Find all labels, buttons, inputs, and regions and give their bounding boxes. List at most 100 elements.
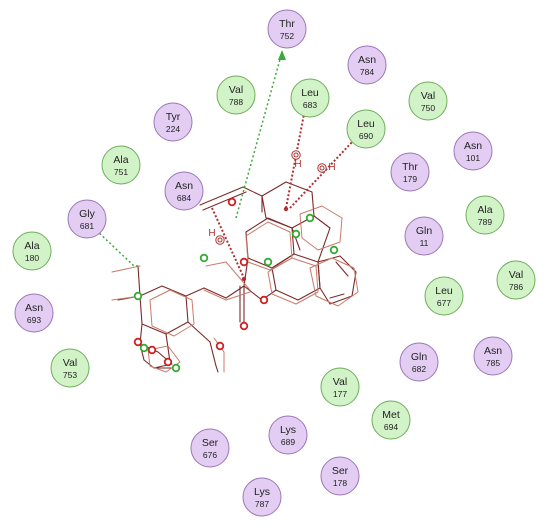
svg-text:789: 789 [478,217,492,227]
residue-nodes: Thr 752 Asn 784 Val 788 Leu 683 Val 750 … [12,9,536,517]
svg-text:785: 785 [486,358,500,368]
svg-text:Asn: Asn [484,345,502,357]
residue-asn785: Asn 785 [473,336,513,376]
svg-text:677: 677 [437,298,451,308]
svg-text:694: 694 [384,422,398,432]
pi-line-asn684 [211,207,245,279]
svg-text:784: 784 [360,67,374,77]
svg-text:Thr: Thr [279,18,295,30]
residue-asn693: Asn 693 [14,293,54,333]
svg-text:681: 681 [80,221,94,231]
svg-text:786: 786 [509,282,523,292]
residue-tyr224: Tyr 224 [153,102,193,142]
residue-met694: Met 694 [371,400,411,440]
svg-text:179: 179 [403,174,417,184]
svg-text:Val: Val [63,357,77,369]
residue-lys787: Lys 787 [242,477,282,517]
h-bond-thr752 [235,51,283,219]
svg-text:752: 752 [280,31,294,41]
residue-gln682: Gln 682 [399,342,439,382]
pi-h-symbol-asn684: H [208,228,225,245]
svg-text:Asn: Asn [358,54,376,66]
svg-text:Leu: Leu [435,285,453,297]
svg-text:Val: Val [229,84,243,96]
ligand-bonds-dark [117,181,357,373]
interaction-lines: H H H [93,50,355,282]
svg-text:Ala: Ala [477,204,492,216]
svg-text:Asn: Asn [25,302,43,314]
residue-leu683: Leu 683 [290,78,330,118]
residue-leu690: Leu 690 [346,109,386,149]
ligand-structure [111,181,359,373]
h-bond-arrowhead-thr752 [278,50,286,60]
svg-text:Asn: Asn [464,140,482,152]
svg-text:177: 177 [333,389,347,399]
pi-h-symbol-leu690: H [317,162,336,173]
svg-text:683: 683 [303,100,317,110]
svg-text:180: 180 [25,253,39,263]
svg-text:Gly: Gly [79,208,96,220]
residue-asn101: Asn 101 [453,131,493,171]
residue-val177: Val 177 [320,367,360,407]
residue-gly681: Gly 681 [67,199,107,239]
pi-centroid-dot [283,206,289,212]
pi-line-leu690 [289,139,355,209]
residue-val750: Val 750 [408,81,448,121]
residue-asn684: Asn 684 [164,171,204,211]
svg-text:787: 787 [255,499,269,509]
residue-thr752: Thr 752 [267,9,307,49]
svg-text:689: 689 [281,437,295,447]
svg-text:101: 101 [466,153,480,163]
svg-text:Ser: Ser [332,465,349,477]
svg-text:H: H [294,159,301,170]
svg-text:Leu: Leu [357,118,375,130]
residue-ala789: Ala 789 [465,195,505,235]
svg-text:H: H [208,228,215,239]
svg-text:Val: Val [333,376,347,388]
svg-text:684: 684 [177,193,191,203]
svg-text:676: 676 [203,450,217,460]
residue-ser178: Ser 178 [320,456,360,496]
residue-leu677: Leu 677 [424,276,464,316]
svg-text:Leu: Leu [301,87,319,99]
svg-text:788: 788 [229,97,243,107]
svg-text:Val: Val [421,90,435,102]
svg-text:Val: Val [509,269,523,281]
svg-text:Asn: Asn [175,180,193,192]
svg-text:Ala: Ala [24,240,39,252]
svg-text:750: 750 [421,103,435,113]
contact-atom-markers [133,213,339,373]
oxygen-atoms [133,197,269,367]
residue-ala180: Ala 180 [12,231,52,271]
pi-h-symbol-leu683: H [291,150,302,170]
h-bond-gly681 [95,229,138,267]
residue-ser676: Ser 676 [190,428,230,468]
svg-text:693: 693 [27,315,41,325]
residue-val753: Val 753 [50,348,90,388]
svg-text:178: 178 [333,478,347,488]
residue-asn784: Asn 784 [347,45,387,85]
svg-text:751: 751 [114,167,128,177]
residue-gln11: Gln 11 [404,216,444,256]
svg-text:H: H [328,162,335,173]
residue-val788: Val 788 [216,75,256,115]
residue-ala751: Ala 751 [101,145,141,185]
svg-text:Gln: Gln [416,225,433,237]
residue-lys689: Lys 689 [268,415,308,455]
residue-thr179: Thr 179 [390,152,430,192]
svg-text:753: 753 [63,370,77,380]
svg-text:Lys: Lys [280,424,296,436]
svg-text:Tyr: Tyr [166,111,181,123]
svg-text:690: 690 [359,131,373,141]
svg-text:224: 224 [166,124,180,134]
svg-text:Ala: Ala [113,154,128,166]
svg-text:Gln: Gln [411,351,428,363]
svg-text:11: 11 [420,238,429,248]
svg-text:Lys: Lys [254,486,270,498]
svg-text:Met: Met [382,409,400,421]
svg-text:Thr: Thr [402,161,418,173]
pi-centroid-dot [241,276,247,282]
svg-text:Ser: Ser [202,437,219,449]
svg-text:682: 682 [412,364,426,374]
